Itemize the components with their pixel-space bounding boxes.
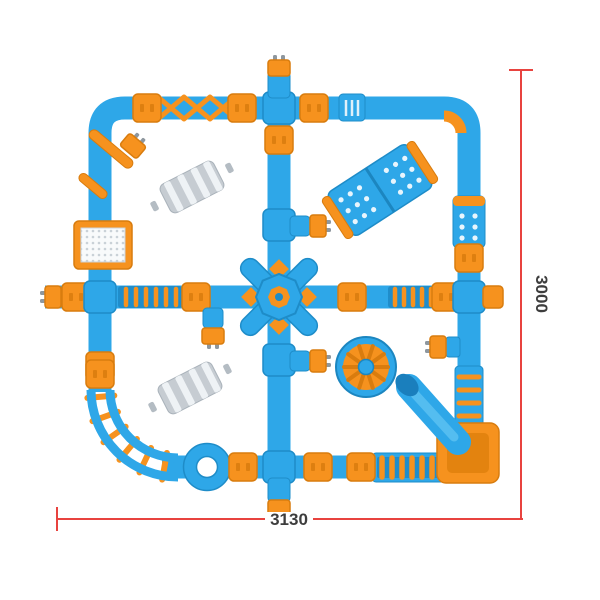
slide-with-tube — [395, 373, 500, 484]
corner-accent-band — [443, 110, 467, 134]
roller-obstacle-lower — [142, 352, 238, 424]
pinwheel-obstacle — [239, 257, 319, 337]
diagonal-beam-long — [88, 129, 134, 169]
height-dimension-label: 3000 — [532, 275, 551, 313]
mesh-platform — [73, 220, 133, 270]
diagonal-beam-short — [78, 172, 108, 200]
width-dimension-label: 3130 — [270, 510, 308, 529]
ladder-segment-left — [118, 286, 182, 308]
vertical-ladder-right — [454, 365, 484, 429]
dotted-climb-panel — [452, 195, 486, 249]
lined-track-piece — [338, 93, 366, 122]
spinner-wheel — [335, 336, 397, 398]
curved-ladder-corner — [84, 389, 179, 483]
wavy-dot-ramp — [321, 140, 439, 240]
ladder-segment-right — [388, 286, 442, 308]
ring-junction — [182, 442, 232, 492]
lattice-bridge — [155, 94, 239, 122]
roller-obstacle-upper — [144, 151, 240, 223]
roller-ladder-bottom — [371, 452, 449, 483]
track-end-cap — [482, 285, 504, 309]
dimension-lines: 3130 3000 — [56, 69, 551, 531]
pin-connectors — [39, 54, 461, 522]
